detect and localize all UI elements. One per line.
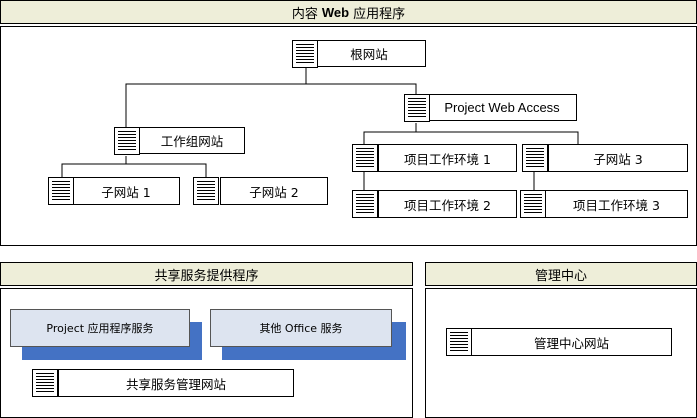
document-icon (522, 144, 548, 172)
central-admin-site-label: 管理中心网站 (533, 335, 609, 351)
document-icon (193, 177, 219, 205)
workspace-3-label: 项目工作环境 3 (573, 197, 660, 213)
header-text-post: 应用程序 (353, 6, 406, 22)
document-icon (446, 328, 472, 356)
pwa-subsite-3-node: 子网站 3 (548, 144, 688, 172)
workspace-2-label: 项目工作环境 2 (404, 197, 491, 213)
project-web-access-label: Project Web Access (444, 100, 560, 115)
header-text-web: Web (321, 4, 350, 20)
shared-services-admin-node: 共享服务管理网站 (58, 369, 294, 397)
root-site-label: 根网站 (350, 47, 388, 62)
document-icon (114, 127, 140, 155)
subsite-1-label: 子网站 1 (101, 184, 151, 200)
header-text-pre: 内容 (291, 6, 318, 22)
document-icon (404, 94, 430, 122)
document-icon (352, 190, 378, 218)
central-admin-site-node: 管理中心网站 (471, 328, 672, 356)
other-office-service-label: 其他 Office 服务 (259, 322, 343, 335)
subsite-2-label: 子网站 2 (249, 184, 299, 200)
document-icon (292, 40, 318, 68)
workspace-2-node: 项目工作环境 2 (378, 190, 517, 218)
document-icon (48, 177, 74, 205)
document-icon (352, 144, 378, 172)
project-service-box: Project 应用程序服务 (10, 309, 190, 347)
workspace-1-node: 项目工作环境 1 (378, 144, 517, 172)
other-office-service-box: 其他 Office 服务 (210, 309, 392, 347)
central-admin-header: 管理中心 (425, 262, 697, 286)
project-service-label: Project 应用程序服务 (46, 322, 154, 335)
workspace-3-node: 项目工作环境 3 (545, 190, 688, 218)
root-site-node: 根网站 (312, 40, 426, 67)
document-icon (32, 369, 58, 397)
document-icon (520, 190, 546, 218)
central-admin-header-label: 管理中心 (534, 268, 587, 284)
shared-services-admin-label: 共享服务管理网站 (125, 376, 226, 392)
shared-services-header-label: 共享服务提供程序 (154, 268, 259, 284)
team-site-label: 工作组网站 (160, 134, 224, 149)
project-web-access-node: Project Web Access (427, 94, 577, 121)
subsite-2-node: 子网站 2 (220, 177, 328, 205)
pwa-subsite-3-label: 子网站 3 (593, 151, 643, 167)
subsite-1-node: 子网站 1 (72, 177, 180, 205)
workspace-1-label: 项目工作环境 1 (404, 151, 491, 167)
team-site-node: 工作组网站 (139, 127, 245, 154)
shared-services-header: 共享服务提供程序 (0, 262, 413, 286)
